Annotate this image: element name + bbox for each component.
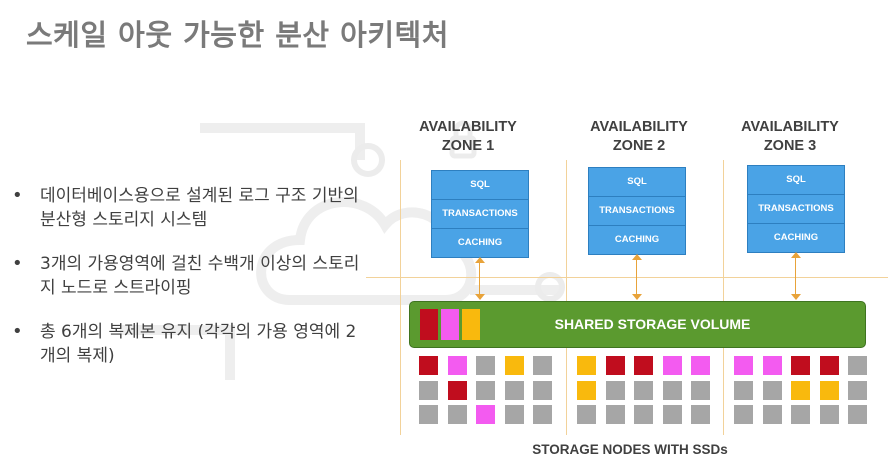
zone-divider-line — [723, 160, 724, 435]
storage-node — [848, 356, 867, 375]
transactions-layer: TRANSACTIONS — [747, 195, 845, 224]
storage-node — [605, 356, 625, 375]
zone-3-db-stack: SQL TRANSACTIONS CACHING — [747, 165, 845, 253]
storage-node — [533, 381, 552, 400]
storage-node — [734, 405, 753, 424]
storage-node — [662, 381, 682, 400]
caching-layer: CACHING — [747, 224, 845, 253]
zone-divider-line — [400, 160, 401, 435]
bidirectional-arrow — [475, 257, 485, 300]
storage-node — [691, 356, 710, 375]
shared-storage-volume: SHARED STORAGE VOLUME — [409, 301, 866, 348]
storage-node — [476, 381, 495, 400]
zone-divider-line — [566, 160, 567, 435]
zone-1-db-stack: SQL TRANSACTIONS CACHING — [431, 170, 529, 258]
storage-node — [791, 381, 810, 400]
storage-node — [848, 381, 867, 400]
storage-node — [447, 405, 467, 424]
storage-node — [848, 405, 867, 424]
storage-node — [504, 405, 524, 424]
bullet-item: •총 6개의 복제본 유지 (각각의 가용 영역에 2개의 복제) — [12, 321, 357, 366]
storage-node — [691, 381, 710, 400]
storage-node — [762, 405, 782, 424]
tier-divider-line — [366, 277, 888, 278]
sql-layer: SQL — [747, 165, 845, 195]
storage-node — [504, 356, 524, 375]
storage-node — [634, 356, 653, 375]
storage-node — [734, 356, 753, 375]
caching-layer: CACHING — [588, 226, 686, 255]
bullet-dot: • — [12, 253, 23, 274]
storage-node — [605, 405, 625, 424]
storage-node — [691, 405, 710, 424]
volume-segment-chip — [420, 309, 438, 340]
storage-node — [419, 381, 438, 400]
storage-node — [577, 356, 596, 375]
storage-node — [662, 405, 682, 424]
storage-node — [634, 405, 653, 424]
transactions-layer: TRANSACTIONS — [431, 200, 529, 229]
storage-node — [605, 381, 625, 400]
bidirectional-arrow — [632, 254, 642, 300]
bullet-list: •데이터베이스용으로 설계된 로그 구조 기반의 분산형 스토리지 시스템 •3… — [10, 184, 370, 388]
bullet-item: •3개의 가용영역에 걸친 수백개 이상의 스토리지 노드로 스트라이핑 — [12, 253, 360, 298]
bidirectional-arrow — [791, 252, 801, 300]
bullet-dot: • — [12, 185, 23, 206]
storage-node — [791, 405, 810, 424]
volume-segment-chip — [441, 309, 459, 340]
shared-storage-volume-label: SHARED STORAGE VOLUME — [554, 316, 751, 332]
storage-node — [447, 381, 467, 400]
storage-node — [533, 405, 552, 424]
storage-node — [734, 381, 753, 400]
storage-node — [762, 381, 782, 400]
storage-node — [577, 381, 596, 400]
storage-node — [476, 356, 495, 375]
storage-node — [634, 381, 653, 400]
storage-node — [504, 381, 524, 400]
bullet-dot: • — [12, 321, 23, 342]
storage-nodes-caption: STORAGE NODES WITH SSDs — [532, 442, 728, 457]
storage-node — [662, 356, 682, 375]
zone-2-db-stack: SQL TRANSACTIONS CACHING — [588, 167, 686, 255]
storage-node — [447, 356, 467, 375]
storage-node — [476, 405, 495, 424]
lock-icon — [449, 120, 477, 159]
storage-node — [762, 356, 782, 375]
slide-title: 스케일 아웃 가능한 분산 아키텍처 — [26, 18, 449, 52]
bullet-item: •데이터베이스용으로 설계된 로그 구조 기반의 분산형 스토리지 시스템 — [12, 185, 359, 230]
gear-icon — [351, 143, 565, 302]
volume-segment-chip — [462, 309, 480, 340]
sql-layer: SQL — [431, 170, 529, 200]
storage-node — [533, 356, 552, 375]
storage-node — [819, 381, 839, 400]
storage-node — [419, 356, 438, 375]
caching-layer: CACHING — [431, 229, 529, 258]
transactions-layer: TRANSACTIONS — [588, 197, 686, 226]
storage-node — [819, 356, 839, 375]
storage-node — [577, 405, 596, 424]
storage-node — [791, 356, 810, 375]
sql-layer: SQL — [588, 167, 686, 197]
storage-node — [419, 405, 438, 424]
storage-node — [819, 405, 839, 424]
